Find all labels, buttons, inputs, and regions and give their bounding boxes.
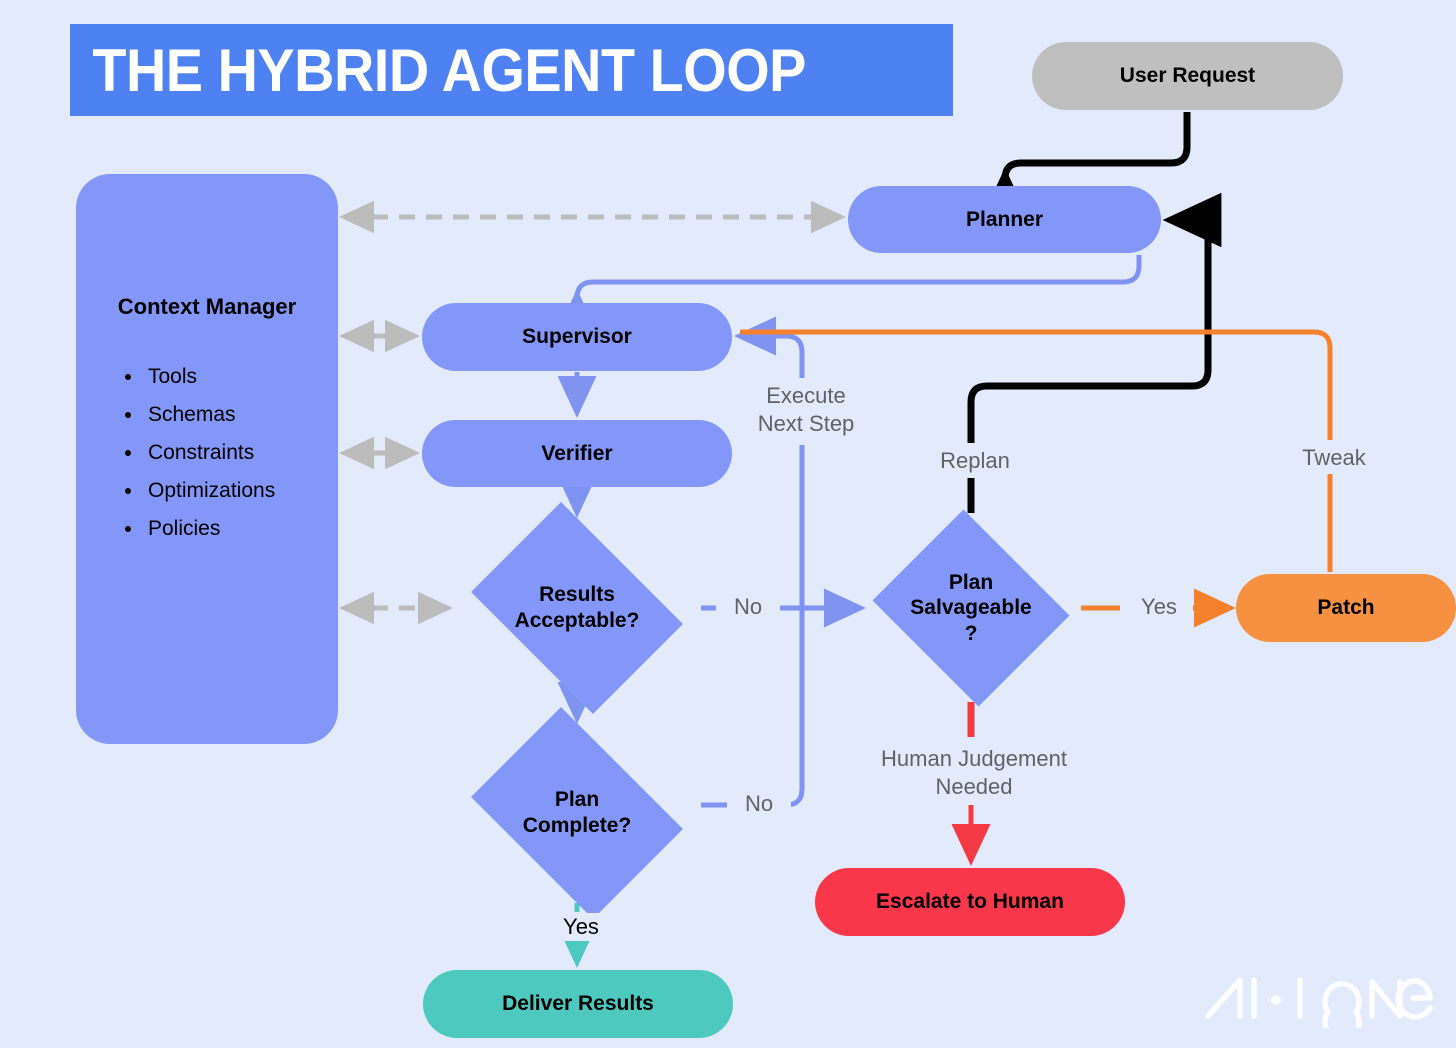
node-deliver-results[interactable]: Deliver Results: [423, 970, 733, 1038]
list-item: Schemas: [144, 396, 275, 434]
node-plan-complete[interactable]: Plan Complete?: [455, 707, 699, 919]
edge-label-no-results: No: [716, 593, 780, 621]
node-patch[interactable]: Patch: [1236, 574, 1456, 642]
edge-complete-no-to-supervisor: [783, 445, 805, 808]
edge-user-to-planner: [977, 112, 1191, 227]
edge-label-yes-salvageable: Yes: [1125, 593, 1193, 621]
edge-label-human-judgement: Human Judgement Needed: [845, 745, 1103, 800]
page-title-banner: THE HYBRID AGENT LOOP: [70, 24, 953, 116]
list-item: Optimizations: [144, 472, 275, 510]
watermark-ai-one: [1205, 977, 1433, 1028]
node-plan-complete-label: Plan Complete?: [522, 788, 632, 837]
node-plan-salvageable-label: Plan Salvageable ?: [910, 570, 1032, 645]
edge-label-yes-complete: Yes: [547, 913, 615, 941]
edge-label-no-complete: No: [727, 790, 791, 818]
edge-replan-to-planner: [967, 192, 1222, 443]
node-results-acceptable-label: Results Acceptable?: [514, 583, 640, 632]
edge-label-tweak: Tweak: [1275, 444, 1393, 472]
node-results-acceptable[interactable]: Results Acceptable?: [455, 502, 699, 714]
edge-planner-to-supervisor: [557, 255, 1142, 331]
list-item: Tools: [144, 358, 275, 396]
list-item: Constraints: [144, 434, 275, 472]
edge-label-execute-next-step: Execute Next Step: [742, 382, 870, 437]
edge-execute-next-step-top: [733, 316, 805, 378]
node-planner[interactable]: Planner: [848, 186, 1161, 253]
node-escalate-to-human[interactable]: Escalate to Human: [815, 868, 1125, 936]
context-manager-list: Tools Schemas Constraints Optimizations …: [116, 358, 275, 548]
node-user-request[interactable]: User Request: [1032, 42, 1343, 110]
context-manager-panel: Context Manager Tools Schemas Constraint…: [76, 174, 338, 744]
context-manager-heading: Context Manager: [117, 294, 297, 319]
page-title: THE HYBRID AGENT LOOP: [92, 36, 806, 104]
edge-label-replan: Replan: [916, 447, 1034, 475]
list-item: Policies: [144, 510, 275, 548]
node-plan-salvageable[interactable]: Plan Salvageable ?: [865, 509, 1077, 707]
node-supervisor[interactable]: Supervisor: [422, 303, 732, 371]
node-verifier[interactable]: Verifier: [422, 420, 732, 487]
